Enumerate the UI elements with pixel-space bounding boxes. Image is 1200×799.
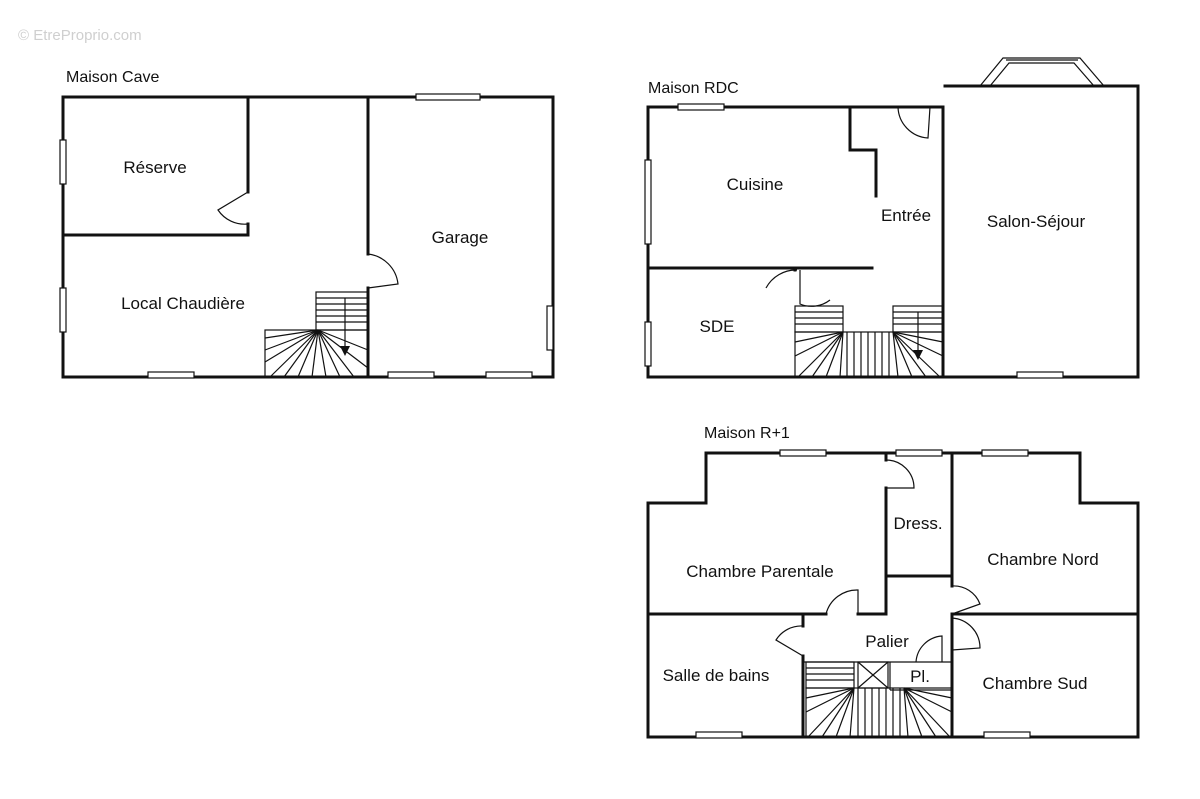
room-label-placard: Pl. <box>910 667 930 686</box>
room-label-sde: SDE <box>700 317 735 336</box>
rdc-door-cuisine <box>799 270 831 307</box>
rdc-window-3 <box>677 103 725 111</box>
cave-window-1 <box>59 139 67 185</box>
r1-window-2 <box>895 449 943 457</box>
room-label-salle-de-bains: Salle de bains <box>663 666 770 685</box>
r1-door-placard <box>915 635 943 663</box>
room-label-palier: Palier <box>865 632 909 651</box>
room-label-cuisine: Cuisine <box>727 175 784 194</box>
plan-title-r1: Maison R+1 <box>704 425 790 442</box>
plan-r1: Maison R+1 <box>646 425 1140 739</box>
room-label-salon-sejour: Salon-Séjour <box>987 212 1086 231</box>
r1-stairs <box>805 661 953 738</box>
room-label-local-chaudiere: Local Chaudière <box>121 294 245 313</box>
rdc-window-2 <box>644 321 652 367</box>
r1-door-parentale <box>825 589 859 615</box>
r1-window-1 <box>779 449 827 457</box>
rdc-window-1 <box>644 159 652 245</box>
rdc-door-entree <box>897 106 931 139</box>
r1-window-3 <box>981 449 1029 457</box>
r1-window-5 <box>983 731 1031 739</box>
plan-rdc: Maison RDC <box>644 57 1140 379</box>
r1-door-sdb <box>775 625 804 657</box>
room-label-chambre-parentale: Chambre Parentale <box>686 562 833 581</box>
r1-window-4 <box>695 731 743 739</box>
cave-window-6 <box>485 371 533 379</box>
rdc-wall-entree <box>848 105 878 198</box>
cave-window-4 <box>415 93 481 101</box>
rdc-stairs <box>794 305 944 378</box>
plan-title-cave: Maison Cave <box>66 69 159 86</box>
room-label-entree: Entrée <box>881 206 931 225</box>
rdc-door-sde <box>765 269 798 289</box>
cave-window-7 <box>546 305 554 351</box>
cave-window-5 <box>387 371 435 379</box>
rdc-outer-salon <box>943 84 1140 379</box>
plan-cave: Maison Cave <box>59 69 555 379</box>
room-label-reserve: Réserve <box>123 158 186 177</box>
r1-door-nord <box>951 585 981 615</box>
cave-door-garage <box>367 253 399 289</box>
r1-outer-walls <box>646 451 1140 739</box>
room-label-garage: Garage <box>432 228 489 247</box>
cave-window-3 <box>147 371 195 379</box>
plan-title-rdc: Maison RDC <box>648 80 739 97</box>
cave-door-reserve <box>217 191 249 225</box>
room-label-dressing: Dress. <box>893 514 942 533</box>
room-label-chambre-nord: Chambre Nord <box>987 550 1099 569</box>
rdc-bay-window <box>979 57 1105 87</box>
watermark-text: © EtreProprio.com <box>18 27 142 44</box>
r1-door-dressing <box>885 459 915 489</box>
rdc-window-4 <box>1016 371 1064 379</box>
cave-window-2 <box>59 287 67 333</box>
r1-door-sud <box>951 617 981 651</box>
cave-stairs <box>264 291 369 378</box>
room-label-chambre-sud: Chambre Sud <box>983 674 1088 693</box>
